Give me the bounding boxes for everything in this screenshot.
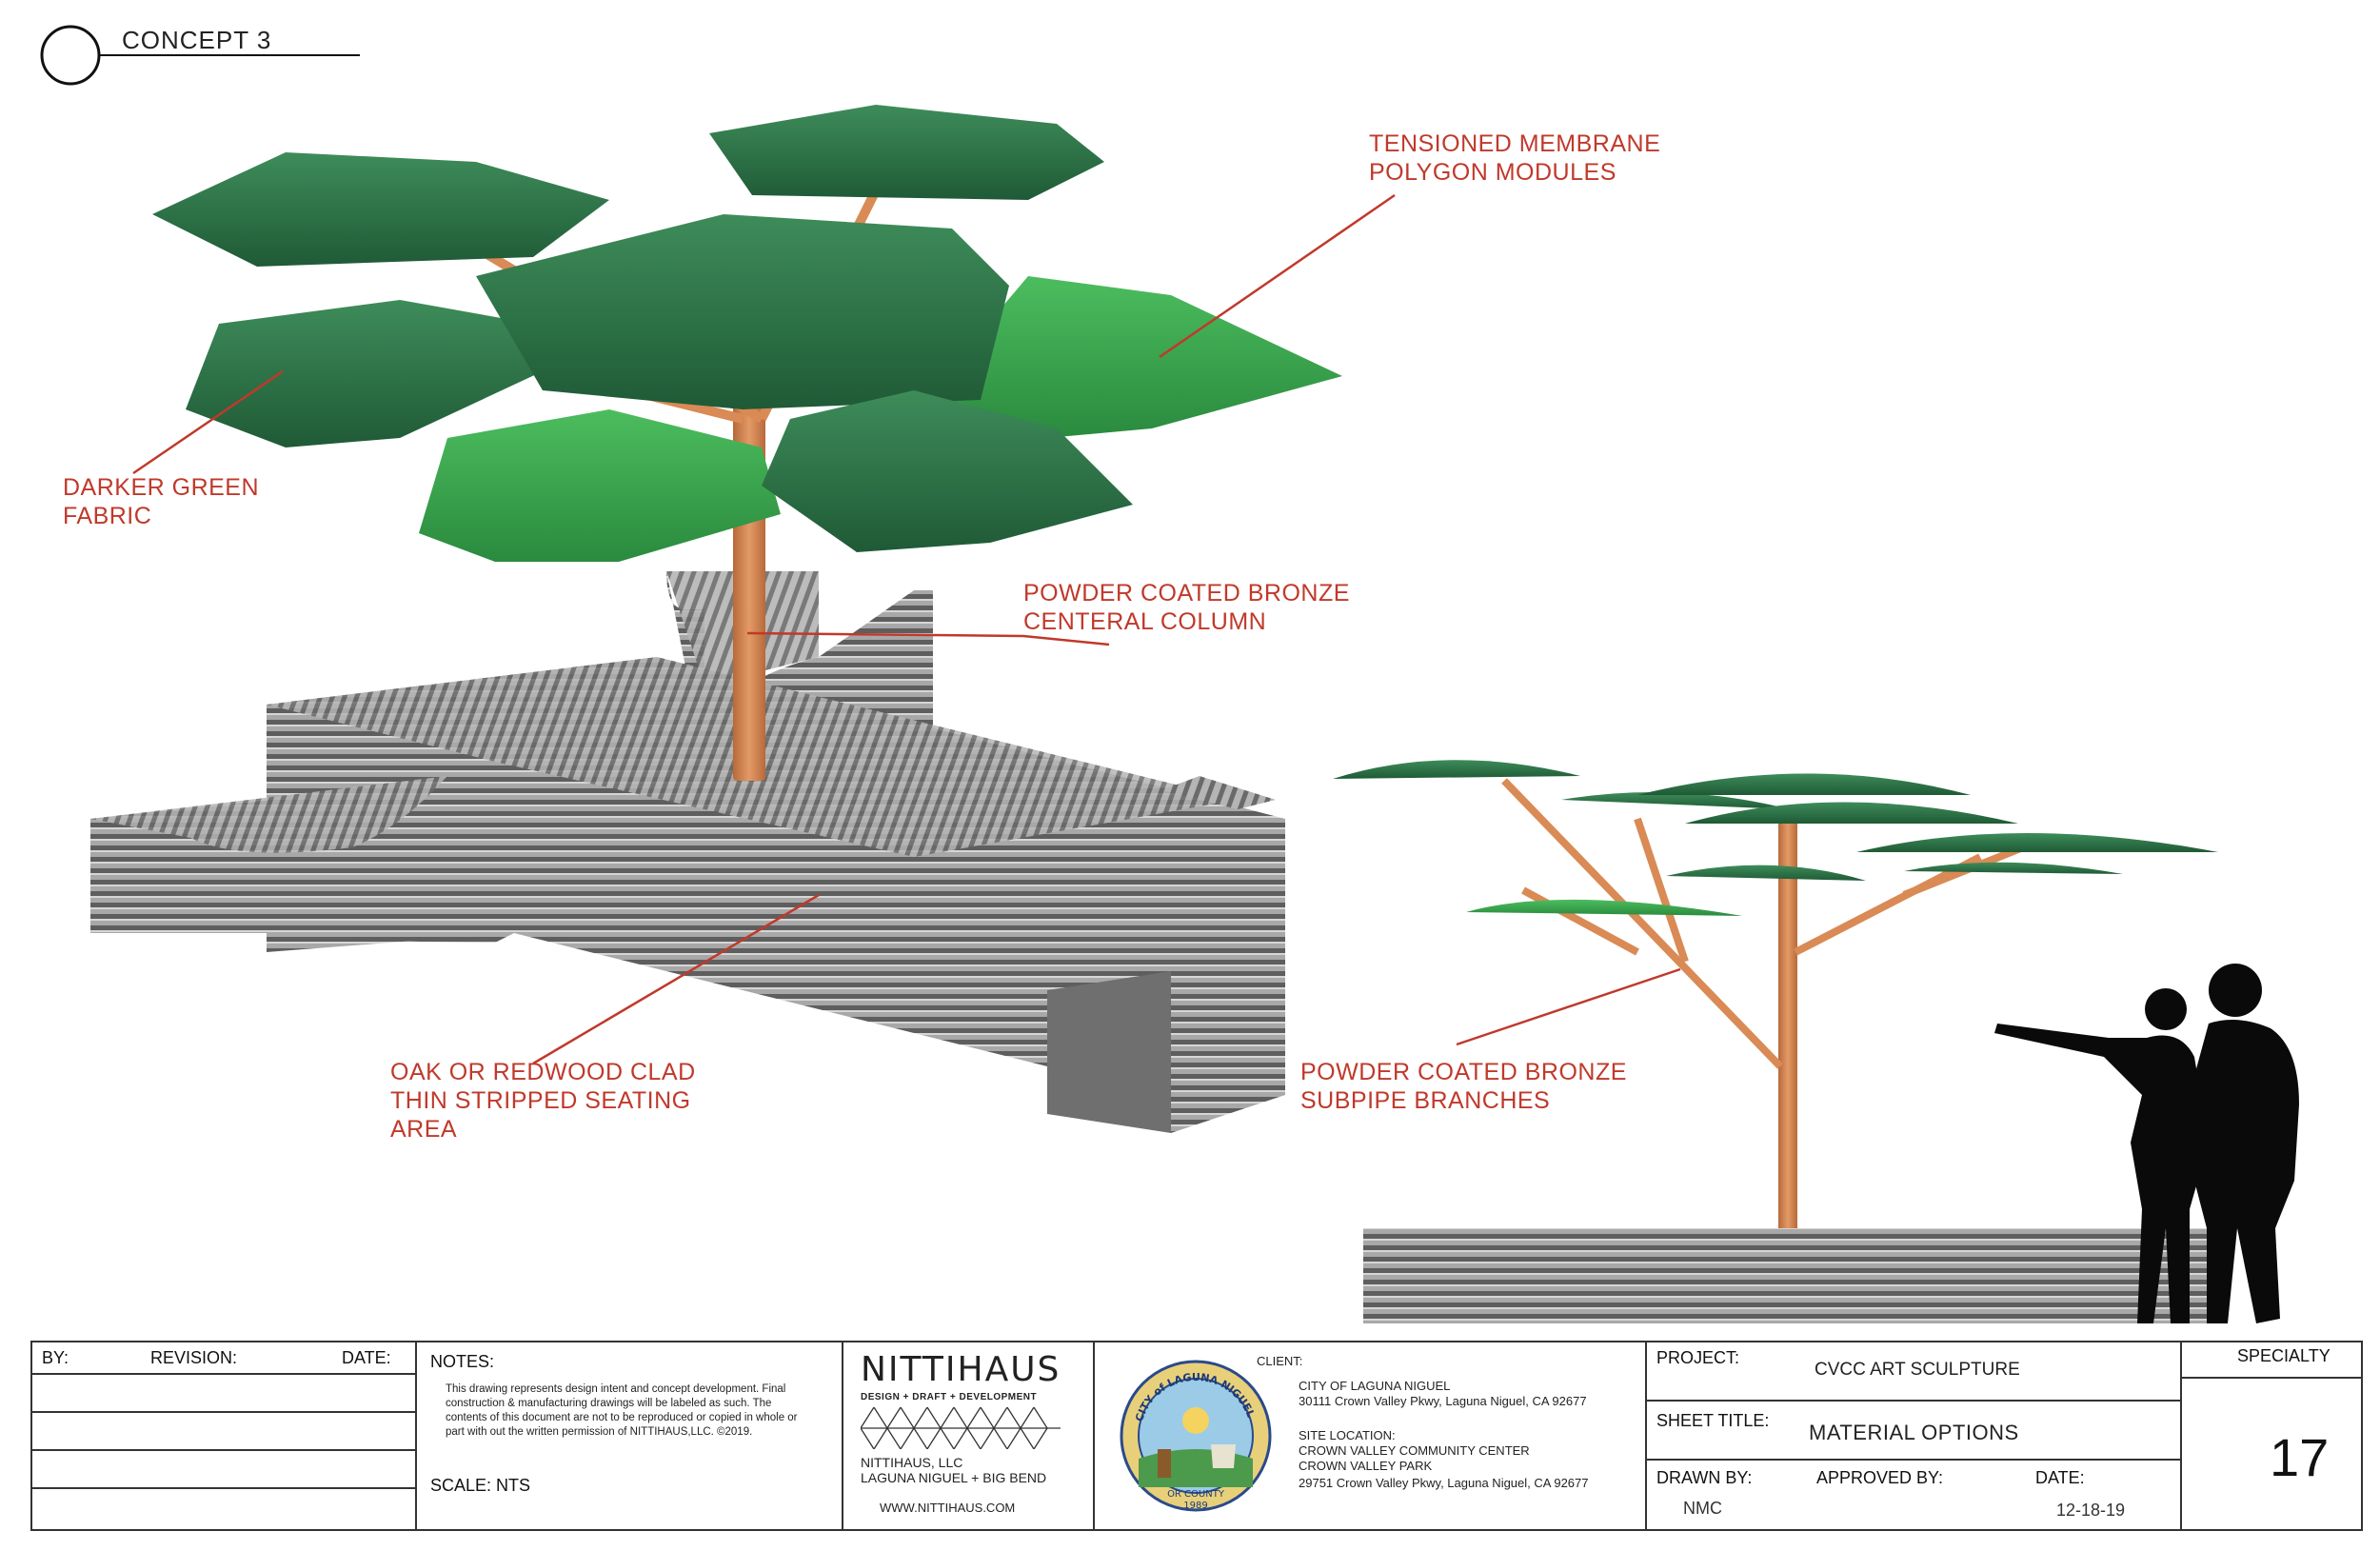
drawn-by-value: NMC xyxy=(1683,1499,1722,1518)
specialty-label: SPECIALTY xyxy=(2237,1346,2330,1365)
notes-label: NOTES: xyxy=(430,1352,495,1371)
title-block: BY: REVISION: DATE: NOTES: This drawing … xyxy=(30,1341,2363,1531)
people-silhouette-icon xyxy=(1994,964,2299,1323)
client-name: CITY OF LAGUNA NIGUEL xyxy=(1299,1379,1451,1393)
seal-text-bottom: OR COUNTY xyxy=(1167,1489,1225,1500)
canopy-modules xyxy=(152,105,1342,562)
project-label: PROJECT: xyxy=(1656,1348,1740,1367)
client-label: CLIENT: xyxy=(1257,1354,1303,1368)
callout-seating: OAK OR REDWOOD CLAD THIN STRIPPED SEATIN… xyxy=(390,1059,696,1143)
date-label: DATE: xyxy=(2035,1468,2085,1487)
concept-title: CONCEPT 3 xyxy=(122,26,272,54)
concept-marker xyxy=(40,25,360,86)
callout-fabric: DARKER GREEN FABRIC xyxy=(63,474,260,529)
approved-by-label: APPROVED BY: xyxy=(1816,1468,1944,1487)
company-locations: LAGUNA NIGUEL + BIG BEND xyxy=(861,1470,1047,1485)
company-llc: NITTIHAUS, LLC xyxy=(861,1455,963,1470)
callout-leaders xyxy=(132,193,1681,1065)
callout-membrane: TENSIONED MEMBRANE POLYGON MODULES xyxy=(1369,130,1661,186)
elevation-column xyxy=(1778,819,1797,1228)
elevation-seating xyxy=(1363,1228,2207,1323)
revision-label: REVISION: xyxy=(150,1348,238,1367)
seal-year: 1989 xyxy=(1183,1501,1207,1511)
site-location-line1: CROWN VALLEY COMMUNITY CENTER xyxy=(1299,1443,1530,1458)
notes-section: NOTES: This drawing represents design in… xyxy=(415,1342,842,1529)
site-location-line3: 29751 Crown Valley Pkwy, Laguna Niguel, … xyxy=(1299,1476,1589,1490)
client-section: CITY of LAGUNA NIGUEL OR COUNTY 1989 CLI… xyxy=(1093,1342,1645,1529)
company-section: NITTIHAUS DESIGN + DRAFT + DEVELOPMENT N… xyxy=(842,1342,1093,1529)
sheet-title-label: SHEET TITLE: xyxy=(1656,1411,1770,1430)
company-tagline: DESIGN + DRAFT + DEVELOPMENT xyxy=(861,1392,1038,1402)
side-elevation xyxy=(1333,760,2218,1323)
revision-by-label: BY: xyxy=(42,1348,69,1367)
scale-label: SCALE: NTS xyxy=(430,1476,531,1495)
callout-column: POWDER COATED BRONZE CENTERAL COLUMN xyxy=(1023,580,1350,635)
sheet-number: 17 xyxy=(2270,1427,2330,1487)
city-seal-icon: CITY of LAGUNA NIGUEL OR COUNTY 1989 xyxy=(1120,1360,1272,1512)
project-value: CVCC ART SCULPTURE xyxy=(1815,1360,2020,1380)
company-website[interactable]: WWW.NITTIHAUS.COM xyxy=(880,1501,1016,1515)
revision-section: BY: REVISION: DATE: xyxy=(32,1342,415,1529)
specialty-section: SPECIALTY 17 xyxy=(2180,1342,2361,1529)
seating-area xyxy=(90,571,1285,1133)
date-value: 12-18-19 xyxy=(2056,1501,2126,1520)
company-pattern-icon xyxy=(861,1407,1061,1449)
revision-date-label: DATE: xyxy=(342,1348,391,1367)
project-section: PROJECT: CVCC ART SCULPTURE SHEET TITLE:… xyxy=(1645,1342,2180,1529)
company-logo: NITTIHAUS xyxy=(861,1350,1061,1389)
site-location-label: SITE LOCATION: xyxy=(1299,1428,1396,1442)
site-location-line2: CROWN VALLEY PARK xyxy=(1299,1459,1433,1473)
sculpture-drawing xyxy=(90,105,2299,1323)
sheet-title-value: MATERIAL OPTIONS xyxy=(1809,1421,2019,1444)
client-address: 30111 Crown Valley Pkwy, Laguna Niguel, … xyxy=(1299,1394,1587,1408)
notes-text: This drawing represents design intent an… xyxy=(446,1383,798,1438)
callout-branches: POWDER COATED BRONZE SUBPIPE BRANCHES xyxy=(1300,1059,1627,1114)
drawn-by-label: DRAWN BY: xyxy=(1656,1468,1753,1487)
